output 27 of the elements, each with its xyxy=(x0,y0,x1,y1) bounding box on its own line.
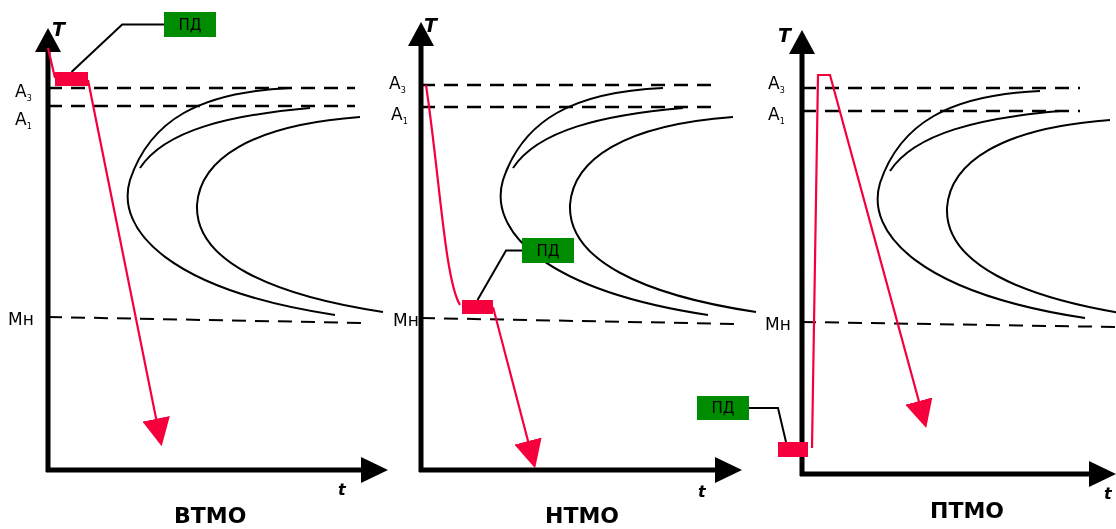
axis-label: T xyxy=(52,20,65,39)
temperature-label: Мн xyxy=(8,311,34,328)
deformation-bar xyxy=(778,442,808,457)
leader-line xyxy=(70,23,165,73)
label-box: ПД xyxy=(522,238,574,263)
leader-line xyxy=(748,407,787,443)
deformation-bar xyxy=(55,72,88,86)
temperature-label: A$_{1}$ xyxy=(391,106,408,127)
temperature-label: Мн xyxy=(765,316,791,333)
temperature-label: A$_{1}$ xyxy=(768,106,785,127)
panel-title: НТМО xyxy=(545,505,619,527)
deformation-bar xyxy=(462,300,493,314)
panel-title: ПТМО xyxy=(930,500,1004,522)
label-box: ПД xyxy=(164,12,216,37)
temperature-label: Мн xyxy=(393,312,419,329)
axis-label: t xyxy=(338,482,346,498)
axis-label: t xyxy=(1104,486,1112,502)
temperature-label: A$_{1}$ xyxy=(15,111,32,132)
temperature-label: A$_{3}$ xyxy=(768,75,785,96)
axis-label: T xyxy=(778,26,791,45)
axis-label: T xyxy=(424,16,437,35)
panel-title: ВТМО xyxy=(174,505,247,527)
temperature-label: A$_{3}$ xyxy=(15,83,32,104)
axis-label: t xyxy=(698,484,706,500)
temperature-label: A$_{3}$ xyxy=(389,75,406,96)
leader-line xyxy=(476,249,523,301)
label-box: ПД xyxy=(697,396,749,420)
